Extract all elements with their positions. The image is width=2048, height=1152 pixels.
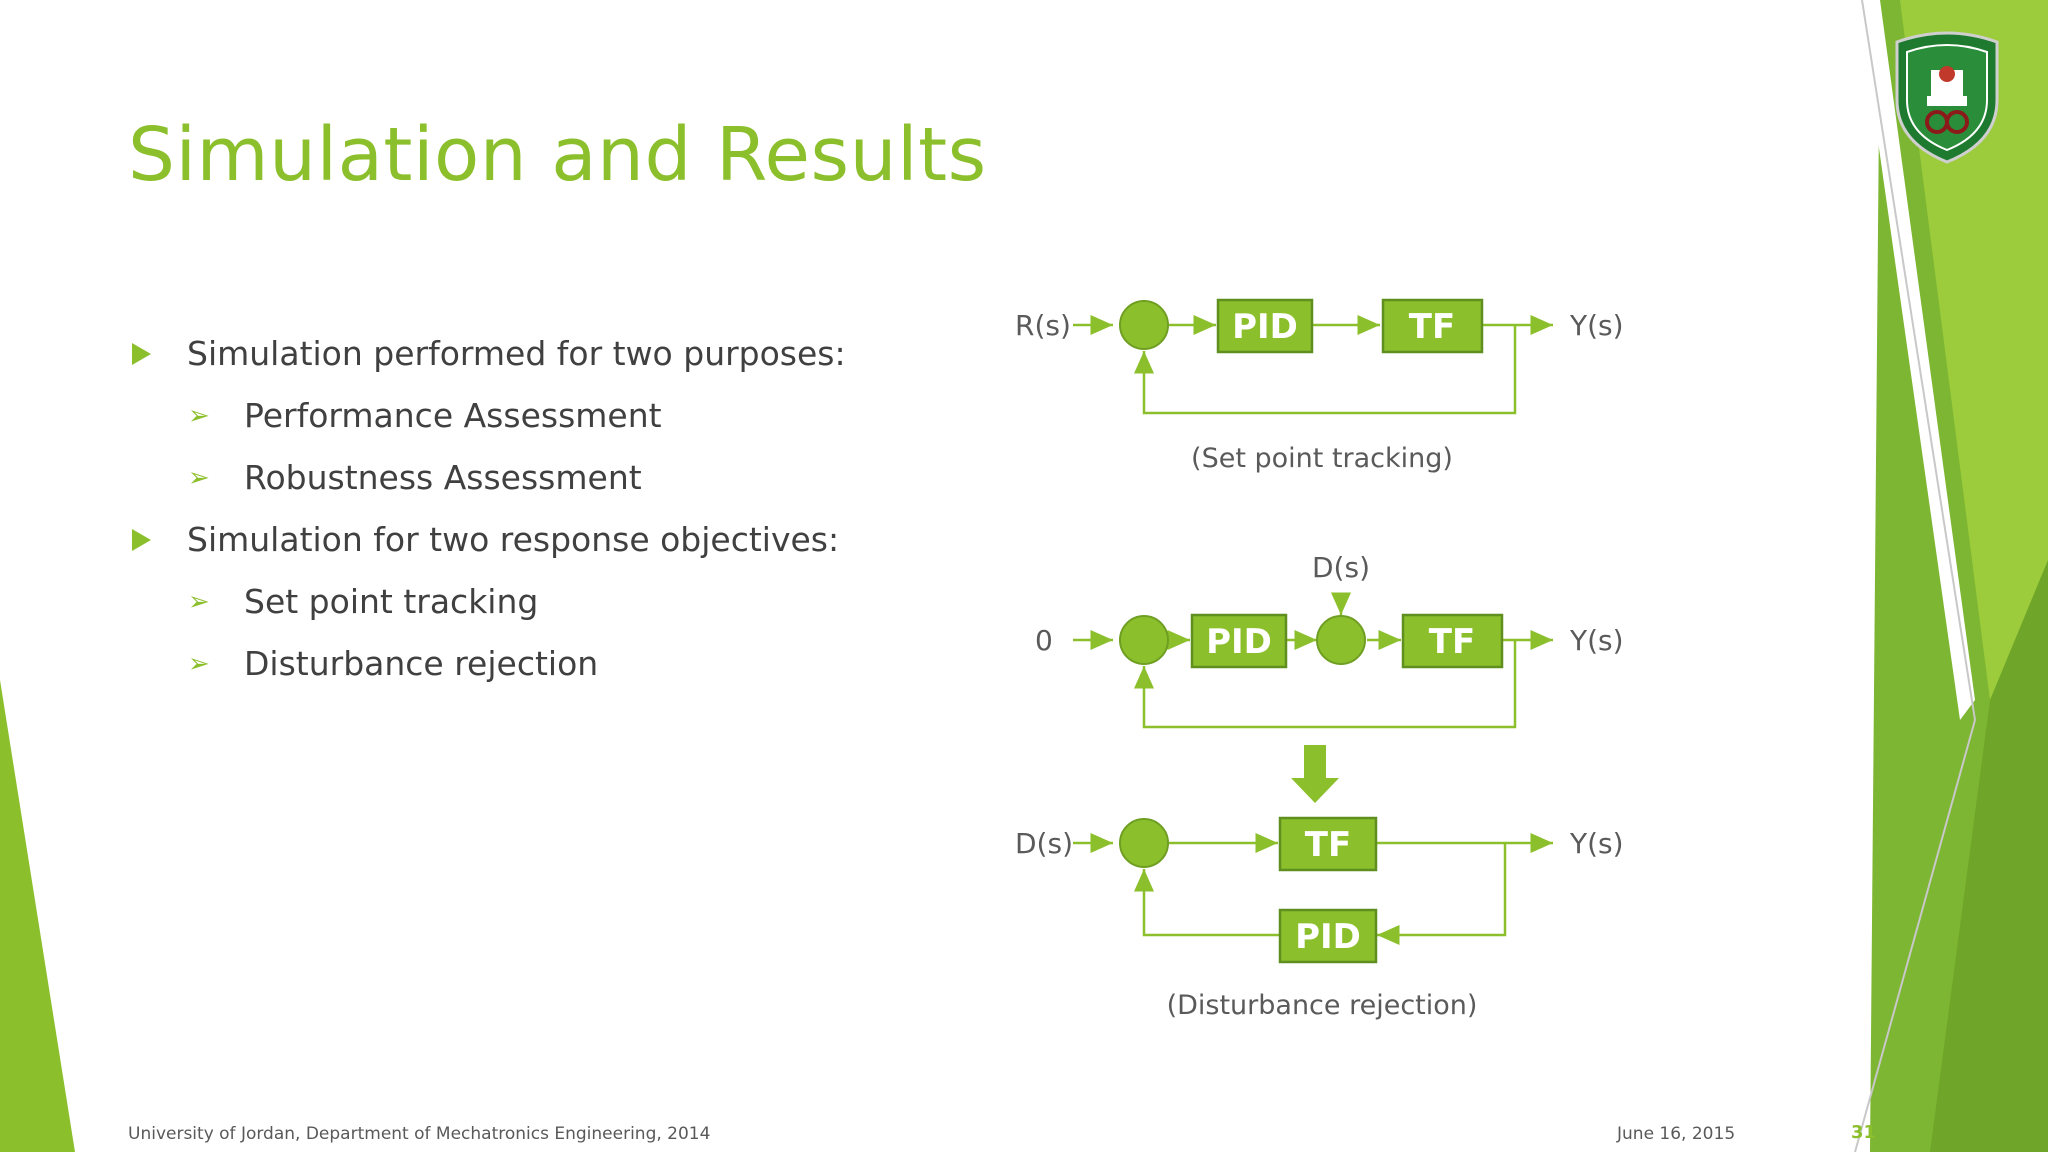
sub-bullet-text: Performance Assessment [244,396,662,435]
summing-junction [1119,818,1169,868]
slide-title: Simulation and Results [128,112,987,198]
tf-label: TF [1409,307,1455,347]
diagram-caption: (Set point tracking) [1191,443,1453,474]
footer-date: June 16, 2015 [1617,1124,1736,1144]
tf-block [1381,298,1484,354]
disturbance-junction [1316,615,1366,665]
tf-block [1278,816,1378,872]
control-block-diagram: PID TF PID TF TF PID R(s) Y(s) 0 D(s) Y(… [1015,298,1624,1021]
sub-bullet-item: ➢ Robustness Assessment [128,450,868,512]
output-signal-label: Y(s) [1569,309,1624,342]
pid-block [1216,298,1314,354]
bullet-list: Simulation performed for two purposes: ➢… [128,326,868,698]
sub-bullet-item: ➢ Disturbance rejection [128,636,868,698]
triangle-bullet-icon [132,529,151,551]
right-green-band-light [1900,0,2048,700]
bullet-item: Simulation for two response objectives: [128,512,868,574]
tf-label: TF [1429,622,1475,662]
tf-label: TF [1305,825,1351,865]
transform-down-arrow-icon [1291,745,1339,803]
bullet-text: Simulation performed for two purposes: [187,334,846,373]
sub-bullet-text: Robustness Assessment [244,458,642,497]
university-seal-logo [1895,31,1999,164]
page-number: 31 [1851,1122,1877,1143]
bullet-text: Simulation for two response objectives: [187,520,840,559]
right-gray-line [1861,0,1976,721]
input-signal-label: R(s) [1015,309,1071,342]
arrowhead-bullet-icon: ➢ [188,649,210,679]
summing-junction [1119,615,1169,665]
input-signal-label: D(s) [1015,827,1073,860]
arrowhead-bullet-icon: ➢ [188,401,210,431]
left-green-triangle [0,680,75,1152]
sub-bullet-text: Set point tracking [244,582,539,621]
sub-bullet-item: ➢ Set point tracking [128,574,868,636]
input-signal-label: 0 [1035,624,1053,657]
pid-label: PID [1232,307,1298,347]
sub-bullet-text: Disturbance rejection [244,644,599,683]
diagram-caption: (Disturbance rejection) [1167,990,1478,1021]
pid-label: PID [1295,917,1361,957]
pid-block [1278,908,1378,964]
bullet-item: Simulation performed for two purposes: [128,326,868,388]
sub-bullet-item: ➢ Performance Assessment [128,388,868,450]
pid-label: PID [1206,622,1272,662]
right-green-band-dark [1930,560,2048,1152]
right-gray-line-lower [1854,719,1976,1152]
triangle-bullet-icon [132,343,151,365]
output-signal-label: Y(s) [1569,624,1624,657]
arrowhead-bullet-icon: ➢ [188,587,210,617]
pid-block [1190,613,1288,669]
arrowhead-bullet-icon: ➢ [188,463,210,493]
tf-block [1401,613,1504,669]
disturbance-signal-label: D(s) [1312,551,1370,584]
summing-junction [1119,300,1169,350]
footer-organization: University of Jordan, Department of Mech… [128,1124,711,1144]
output-signal-label: Y(s) [1569,827,1624,860]
